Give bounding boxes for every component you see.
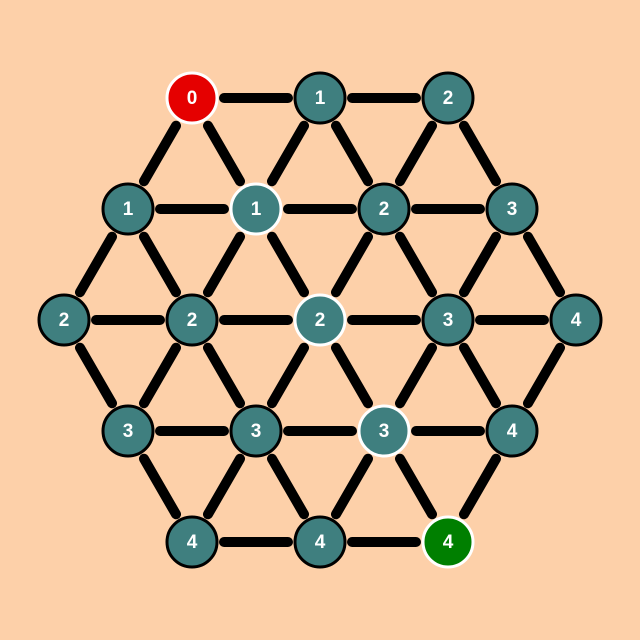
grid-edge [266,231,310,298]
node-distance-label: 2 [59,310,70,331]
grid-edge [202,231,246,298]
node-circle[interactable] [165,71,219,125]
grid-edge [138,231,182,298]
grid-edge [138,453,182,520]
board-node-normal[interactable]: 3 [421,293,475,347]
node-distance-label: 4 [507,421,518,442]
grid-edge [202,120,246,187]
grid-edge [394,453,438,520]
node-distance-label: 4 [187,532,198,553]
board-node-path[interactable]: 3 [357,404,411,458]
grid-edge [394,342,438,409]
grid-edge [458,342,502,409]
board-node-normal[interactable]: 4 [293,515,347,569]
grid-edge [330,120,374,187]
node-circle[interactable] [421,515,475,569]
grid-edge [202,453,246,520]
node-circle[interactable] [293,515,347,569]
node-distance-label: 3 [123,421,134,442]
grid-edge [458,231,502,298]
grid-edge [522,342,566,409]
grid-edge [522,231,566,298]
board-node-normal[interactable]: 3 [101,404,155,458]
node-distance-label: 4 [571,310,582,331]
node-circle[interactable] [357,404,411,458]
node-distance-label: 2 [379,199,390,220]
grid-edge [138,342,182,409]
node-circle[interactable] [549,293,603,347]
node-circle[interactable] [293,71,347,125]
node-distance-label: 3 [379,421,390,442]
board-node-normal[interactable]: 2 [37,293,91,347]
node-circle[interactable] [485,404,539,458]
board-node-normal[interactable]: 3 [229,404,283,458]
board-node-normal[interactable]: 4 [485,404,539,458]
board-node-normal[interactable]: 4 [549,293,603,347]
board-node-normal[interactable]: 1 [293,71,347,125]
node-circle[interactable] [293,293,347,347]
grid-edge [330,342,374,409]
grid-edge [266,453,310,520]
node-circle[interactable] [421,293,475,347]
node-distance-label: 1 [123,199,134,220]
board-node-normal[interactable]: 1 [101,182,155,236]
grid-edge [202,342,246,409]
grid-edge [394,231,438,298]
grid-edge [74,231,118,298]
node-circle[interactable] [229,404,283,458]
node-circle[interactable] [101,182,155,236]
node-distance-label: 4 [315,532,326,553]
node-circle[interactable] [165,515,219,569]
node-distance-label: 1 [251,199,262,220]
grid-edge [266,120,310,187]
node-circle[interactable] [421,71,475,125]
board-node-normal[interactable]: 2 [357,182,411,236]
node-distance-label: 3 [443,310,454,331]
node-distance-label: 2 [315,310,326,331]
grid-edge [330,453,374,520]
grid-edge [394,120,438,187]
node-circle[interactable] [229,182,283,236]
board-node-goal[interactable]: 4 [421,515,475,569]
grid-edge [458,453,502,520]
board-node-normal[interactable]: 4 [165,515,219,569]
node-circle[interactable] [101,404,155,458]
board-node-normal[interactable]: 3 [485,182,539,236]
grid-edge [74,342,118,409]
board-node-path[interactable]: 1 [229,182,283,236]
node-circle[interactable] [37,293,91,347]
node-layer: 0 1 2 1 1 2 3 2 2 2 3 4 3 3 3 4 4 4 4 [37,71,603,569]
grid-edge [458,120,502,187]
node-circle[interactable] [485,182,539,236]
board-node-path[interactable]: 2 [293,293,347,347]
board-node-normal[interactable]: 2 [165,293,219,347]
node-distance-label: 2 [443,88,454,109]
node-circle[interactable] [165,293,219,347]
edge-layer [74,93,566,547]
grid-edge [138,120,182,187]
grid-edge [330,231,374,298]
board-node-start[interactable]: 0 [165,71,219,125]
node-distance-label: 2 [187,310,198,331]
node-circle[interactable] [357,182,411,236]
node-distance-label: 1 [315,88,326,109]
node-distance-label: 3 [507,199,518,220]
node-distance-label: 4 [443,532,454,553]
node-distance-label: 3 [251,421,262,442]
grid-edge [266,342,310,409]
board-node-normal[interactable]: 2 [421,71,475,125]
node-distance-label: 0 [187,88,198,109]
